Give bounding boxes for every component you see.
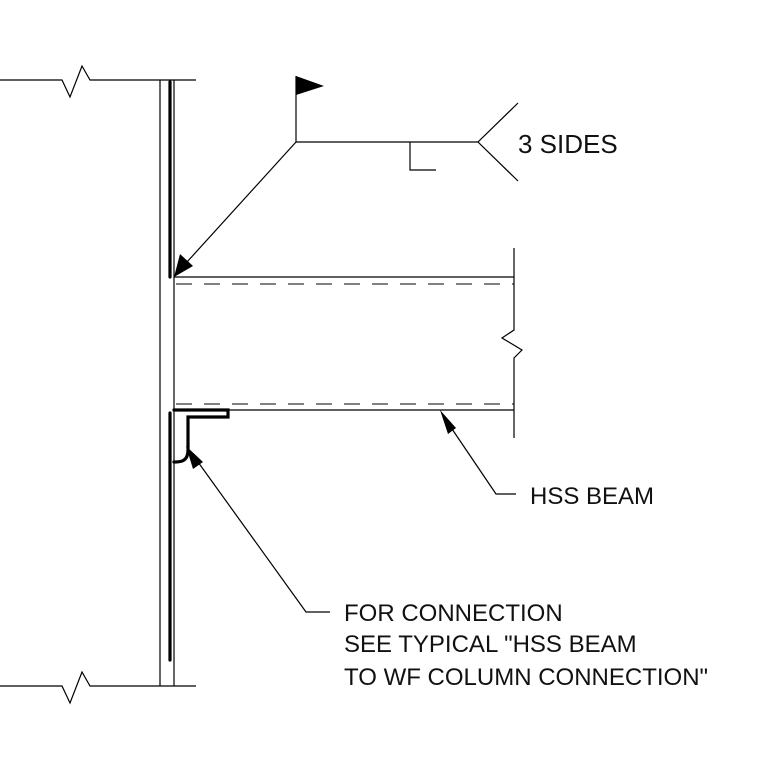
beam-callout-label: HSS BEAM: [530, 483, 654, 510]
weld-leader-line: [186, 141, 297, 263]
fillet-weld-symbol-icon: [409, 142, 436, 171]
weld-symbol: 3 SIDES: [174, 76, 618, 277]
beam-leader-line: [449, 425, 516, 495]
column-break-line-top: [0, 64, 196, 99]
hss-beam: [174, 248, 523, 438]
connection-callout: FOR CONNECTION SEE TYPICAL "HSS BEAM TO …: [186, 446, 708, 691]
clip-angle: [172, 408, 230, 464]
beam-callout: HSS BEAM: [440, 410, 654, 510]
column-break-line-bottom: [0, 670, 196, 705]
wf-column: [0, 64, 196, 705]
connection-note-line-1: FOR CONNECTION: [344, 600, 563, 627]
weld-note-label: 3 SIDES: [518, 129, 618, 159]
connection-leader-line: [197, 461, 330, 613]
beam-leader-arrowhead-icon: [440, 410, 456, 434]
connection-leader-arrowhead-icon: [186, 446, 203, 469]
field-weld-flag-icon: [296, 76, 324, 95]
weld-leader-arrowhead-icon: [174, 254, 193, 277]
beam-break-line: [500, 248, 523, 438]
connection-note-line-2: SEE TYPICAL "HSS BEAM: [344, 631, 637, 658]
weld-tail: [477, 102, 519, 182]
connection-note-line-3: TO WF COLUMN CONNECTION": [344, 664, 708, 691]
